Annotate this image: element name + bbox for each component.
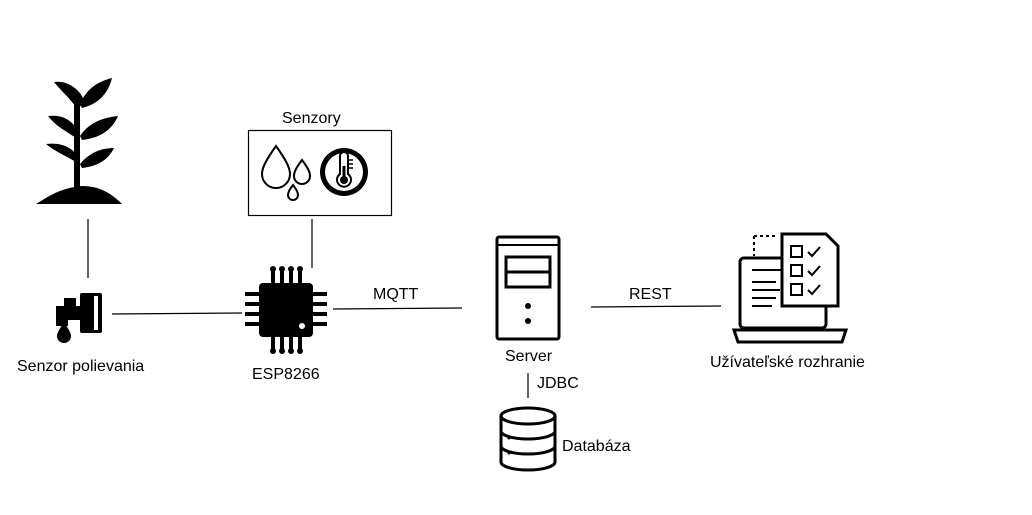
sensors-box	[247, 129, 393, 217]
laptop-checklist-icon	[731, 232, 849, 344]
server-tower-icon	[495, 235, 561, 341]
sensors-label: Senzory	[282, 110, 341, 127]
server-label: Server	[505, 348, 553, 365]
edge-label-mqtt: MQTT	[373, 286, 419, 303]
edge-server-ui	[590, 305, 722, 308]
microchip-icon	[245, 266, 327, 354]
edge-label-jdbc: JDBC	[537, 375, 579, 392]
database-label: Databáza	[562, 438, 631, 455]
edge-label-rest: REST	[629, 286, 672, 303]
edge-watering-sensor-esp8266	[111, 312, 243, 315]
ui-label: Užívateľské rozhranie	[710, 354, 865, 371]
water-tap-icon	[56, 293, 102, 343]
thermometer-icon	[320, 148, 368, 196]
water-drops-icon	[260, 144, 312, 201]
watering-sensor-label: Senzor polievania	[17, 358, 145, 375]
esp8266-label: ESP8266	[252, 366, 320, 383]
connectors	[87, 219, 722, 398]
database-icon	[499, 406, 557, 472]
plant-icon	[36, 78, 122, 204]
edge-esp8266-server	[332, 307, 463, 310]
